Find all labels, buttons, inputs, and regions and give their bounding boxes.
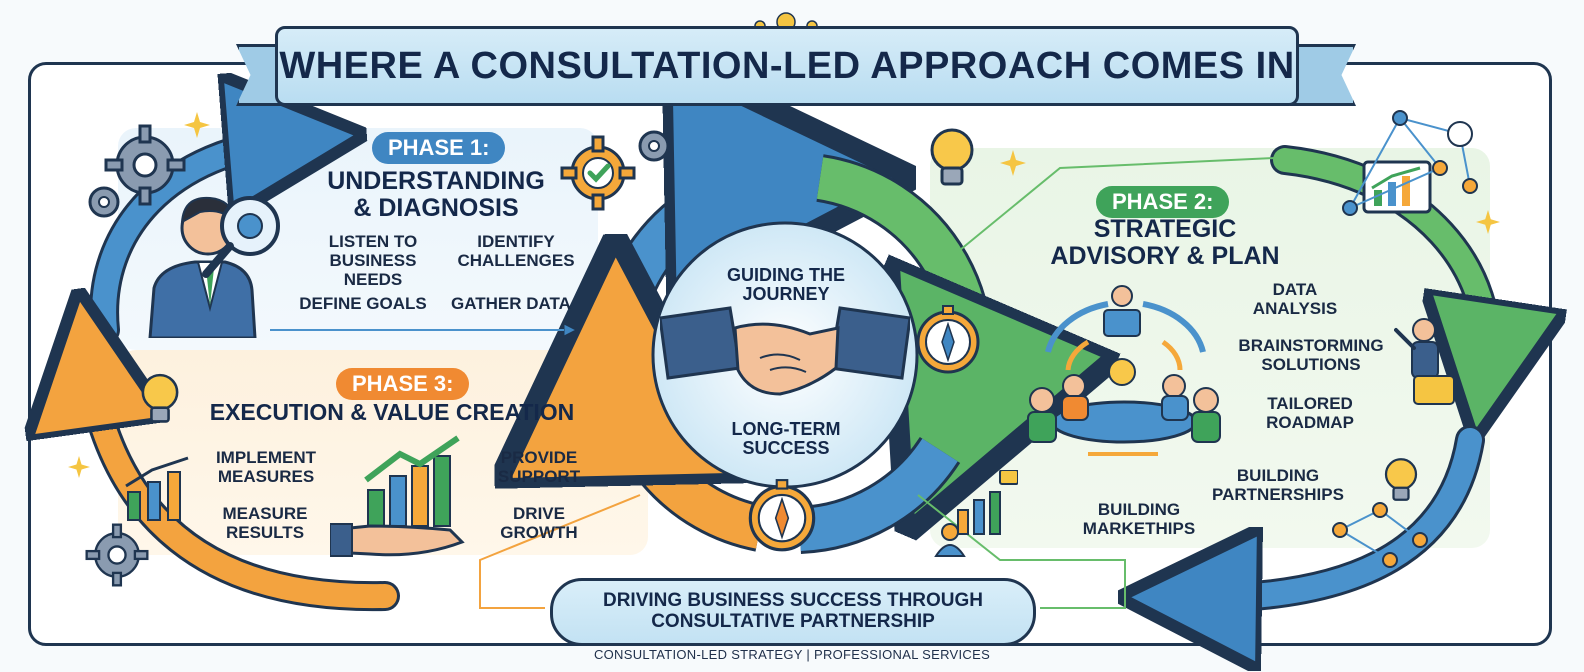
- lightbulb-icon: [141, 373, 179, 423]
- gear-icon: [85, 523, 149, 587]
- phase2-item: BUILDING MARKETHIPS: [1082, 500, 1196, 539]
- phase2-heading-line1: STRATEGIC: [1093, 215, 1237, 243]
- center-top-label: GUIDING THE JOURNEY: [700, 265, 872, 305]
- center-top-label-line2: JOURNEY: [742, 284, 830, 305]
- center-bottom-label-line1: LONG-TERM: [731, 419, 841, 439]
- phase2-heading: STRATEGIC ADVISORY & PLAN: [1030, 216, 1300, 270]
- phase2-badge: PHASE 2:: [1096, 186, 1230, 218]
- right-cycle-arrows: [1190, 145, 1487, 598]
- presenter-icon: [1394, 318, 1455, 405]
- phase1-item: GATHER DATA: [451, 294, 571, 313]
- compass-icon: [916, 305, 980, 374]
- person-icon: [934, 523, 966, 557]
- network-icon: [1342, 110, 1478, 216]
- bottom-banner-line1: DRIVING BUSINESS SUCCESS THROUGH: [602, 590, 984, 612]
- phase1-heading-line2: & DIAGNOSIS: [353, 194, 519, 222]
- phase1-item: DEFINE GOALS: [299, 294, 427, 313]
- gear-icon: [104, 124, 186, 206]
- bottom-banner: DRIVING BUSINESS SUCCESS THROUGH CONSULT…: [550, 578, 1036, 646]
- sparkle-icon: [184, 112, 210, 138]
- phase3-badge: PHASE 3:: [336, 368, 470, 400]
- phase1-badge: PHASE 1:: [372, 132, 506, 164]
- page-title: WHERE A CONSULTATION-LED APPROACH COMES …: [279, 44, 1295, 87]
- center-top-label-line1: GUIDING THE: [726, 265, 845, 285]
- gear-icon: [88, 186, 120, 218]
- growth-chart-icon: [330, 435, 465, 557]
- sparkle-icon: [1000, 150, 1026, 176]
- phase3-item: DRIVE GROWTH: [500, 504, 578, 543]
- sparkle-icon: [1476, 210, 1500, 234]
- footer-caption: CONSULTATION-LED STRATEGY | PROFESSIONAL…: [593, 647, 991, 662]
- lightbulb-icon: [1384, 458, 1418, 501]
- center-bottom-label: LONG-TERM SUCCESS: [700, 419, 872, 459]
- phase1-heading-line1: UNDERSTANDING: [327, 167, 545, 195]
- title-ribbon: WHERE A CONSULTATION-LED APPROACH COMES …: [275, 26, 1299, 106]
- phase2-item: DATA ANALYSIS: [1252, 280, 1338, 319]
- phase2-item: TAILORED ROADMAP: [1266, 394, 1354, 433]
- center-cycle-ring: [618, 178, 969, 530]
- center-bottom-label-line2: SUCCESS: [742, 438, 830, 459]
- phase3-item: MEASURE RESULTS: [222, 504, 308, 543]
- phase1-item: IDENTIFY CHALLENGES: [457, 232, 575, 271]
- phase1-heading: UNDERSTANDING & DIAGNOSIS: [296, 168, 576, 222]
- handshake-icon: [660, 306, 910, 396]
- phase3-item: IMPLEMENT MEASURES: [215, 448, 317, 487]
- phase3-item: PROVIDE SUPPORT: [497, 448, 581, 487]
- meeting-table-icon: [1027, 285, 1221, 456]
- checkmark-gear-icon: [560, 135, 636, 211]
- growth-chart-icon: [125, 456, 189, 521]
- gear-icon: [638, 130, 670, 162]
- network-icon: [1332, 502, 1428, 568]
- lightbulb-icon: [930, 128, 974, 186]
- compass-icon: [748, 479, 816, 552]
- bottom-banner-line2: CONSULTATIVE PARTNERSHIP: [651, 611, 935, 632]
- sparkle-icon: [68, 456, 90, 478]
- consultant-icon: [148, 196, 280, 338]
- phase3-heading: EXECUTION & VALUE CREATION: [209, 399, 575, 425]
- phase2-item: BUILDING PARTNERSHIPS: [1212, 466, 1344, 505]
- connector-lines: [270, 157, 1276, 609]
- phase1-item: LISTEN TO BUSINESS NEEDS: [328, 232, 418, 290]
- phase2-heading-line2: ADVISORY & PLAN: [1050, 242, 1280, 270]
- phase2-item: BRAINSTORMING SOLUTIONS: [1238, 336, 1384, 375]
